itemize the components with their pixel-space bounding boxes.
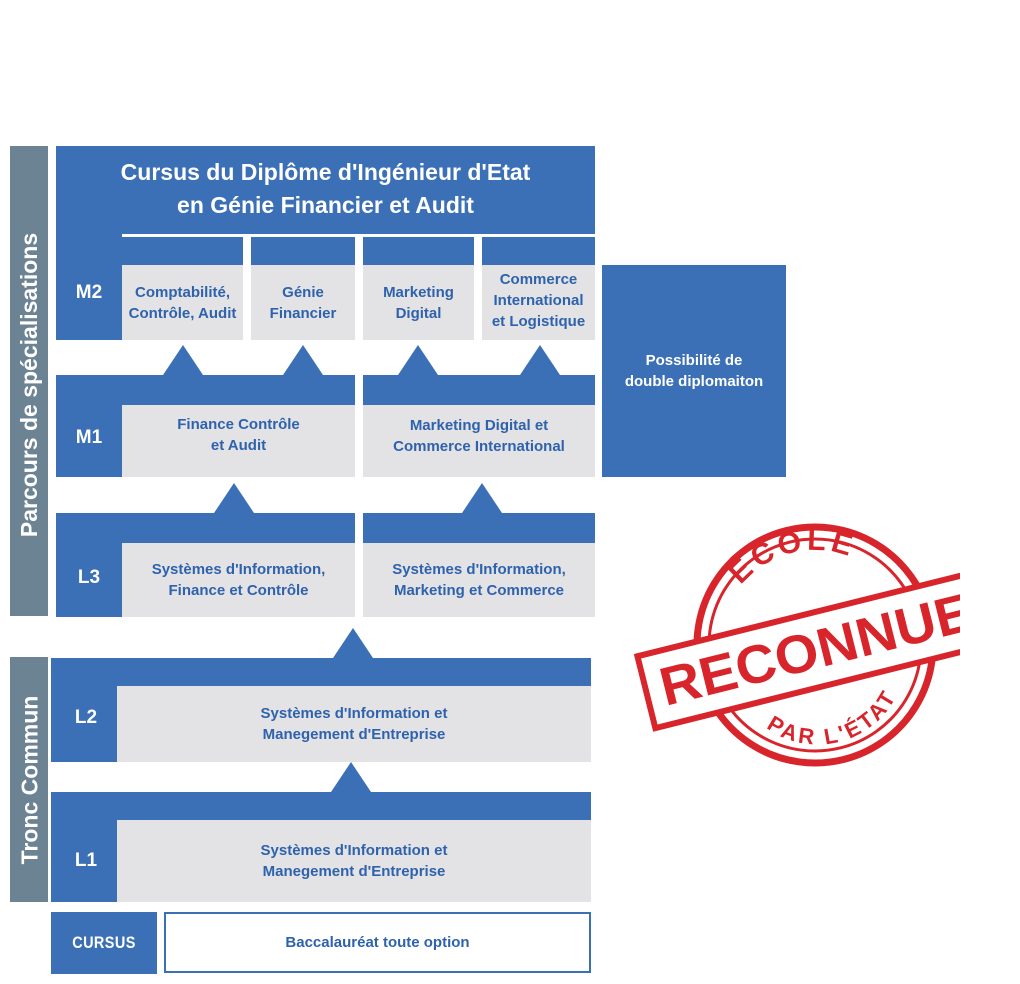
m2-box-marketing-digital: Marketing Digital xyxy=(363,265,474,340)
tronc-commun-side-bar xyxy=(10,657,48,902)
m2-box-comptabilite: Comptabilité, Contrôle, Audit xyxy=(122,265,243,340)
m2-box-1-bar xyxy=(122,237,243,265)
m1-top-bar xyxy=(56,375,355,405)
stamp-middle-text: RECONNUE xyxy=(654,582,960,718)
arrow-up-icon xyxy=(462,483,502,513)
l3-box-marketing: Systèmes d'Information, Marketing et Com… xyxy=(363,543,595,617)
specialisations-side-bar xyxy=(10,146,48,616)
double-diploma-box: Possibilité de double diplomaiton xyxy=(602,265,786,477)
header-block xyxy=(56,146,595,234)
l2-level-column xyxy=(51,686,117,762)
l2-box: Systèmes d'Information et Manegement d'E… xyxy=(117,686,591,762)
specialisations-side-label: Parcours de spécialisations xyxy=(16,232,42,538)
l1-top-bar xyxy=(51,792,591,820)
l3-box-finance: Systèmes d'Information, Finance et Contr… xyxy=(122,543,355,617)
level-l1: L1 xyxy=(74,850,98,871)
arrow-up-icon xyxy=(331,762,371,792)
recognized-stamp: ÉCOLE PAR L'ÉTAT RECONNUE xyxy=(633,520,960,767)
cursus-label-box xyxy=(51,912,157,974)
l3-level-column xyxy=(56,543,122,617)
m2-box-commerce-international: Commerce International et Logistique xyxy=(482,265,595,340)
tronc-commun-side-label: Tronc Commun xyxy=(16,695,43,865)
m2-box-3-bar xyxy=(363,237,474,265)
m2-box-4-bar xyxy=(482,237,595,265)
m1-top-bar-right xyxy=(363,375,595,405)
arrow-up-icon xyxy=(520,345,560,375)
arrow-up-icon xyxy=(333,628,373,658)
cursus-label: CURSUS xyxy=(72,933,136,952)
l3-top-bar-right xyxy=(363,513,595,543)
arrow-up-icon xyxy=(398,345,438,375)
arrow-up-icon xyxy=(283,345,323,375)
l3-top-bar xyxy=(56,513,355,543)
m1-level-column xyxy=(56,405,122,477)
page-title: Cursus du Diplôme d'Ingénieur d'Etat en … xyxy=(56,156,595,226)
m1-box-finance: Finance Contrôle et Audit xyxy=(122,405,355,477)
m2-level-column xyxy=(56,234,122,340)
level-m2: M2 xyxy=(75,282,103,303)
l1-level-column xyxy=(51,820,117,902)
level-l2: L2 xyxy=(74,707,98,728)
level-l3: L3 xyxy=(77,567,101,588)
arrow-up-icon xyxy=(214,483,254,513)
stamp-top-text: ÉCOLE xyxy=(716,520,866,594)
m1-box-marketing: Marketing Digital et Commerce Internatio… xyxy=(363,405,595,477)
m2-box-2-bar xyxy=(251,237,355,265)
level-m1: M1 xyxy=(75,427,103,448)
m2-box-genie-financier: Génie Financier xyxy=(251,265,355,340)
cursus-box: Baccalauréat toute option xyxy=(164,912,591,973)
arrow-up-icon xyxy=(163,345,203,375)
page-title-line1: Cursus du Diplôme d'Ingénieur d'Etat xyxy=(120,159,531,185)
page-title-line2: en Génie Financier et Audit xyxy=(177,192,474,218)
l1-box: Systèmes d'Information et Manegement d'E… xyxy=(117,820,591,902)
l2-top-bar xyxy=(51,658,591,686)
